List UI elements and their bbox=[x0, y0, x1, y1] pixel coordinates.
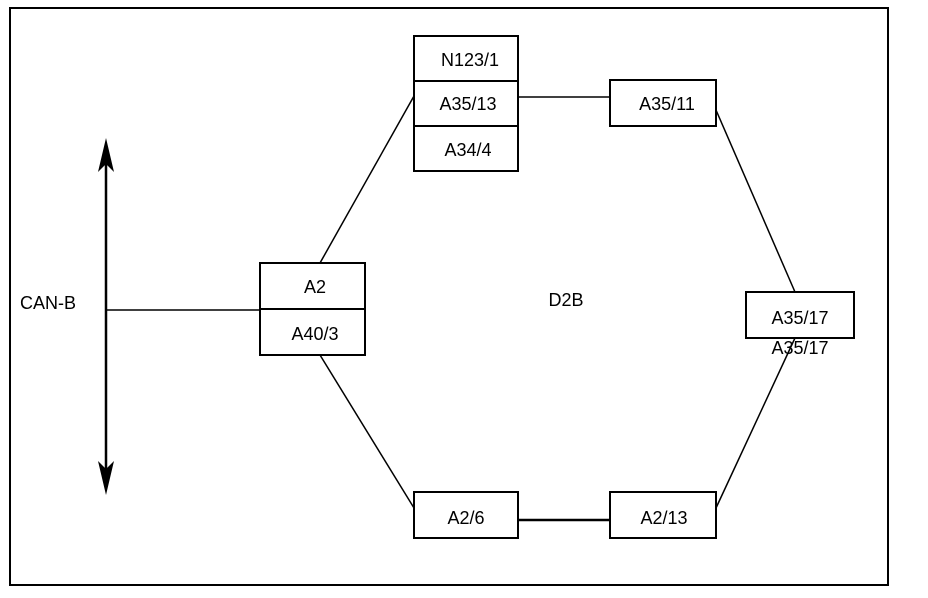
can-b-arrow-up-icon bbox=[98, 138, 114, 172]
node-n123-1 bbox=[413, 35, 519, 82]
node-a35-11-label: A35/11 bbox=[639, 94, 695, 114]
node-a34-4 bbox=[413, 125, 519, 172]
node-a40-3 bbox=[259, 308, 366, 356]
node-a2-6 bbox=[413, 491, 519, 539]
link-a35-17-to-a2-13 bbox=[715, 337, 796, 509]
node-a2-13-label: A2/13 bbox=[640, 508, 687, 528]
d2b-ring-label: D2B bbox=[548, 290, 583, 310]
node-a35-17-overlap-label: A35/17 bbox=[771, 338, 828, 358]
node-a2-label: A2 bbox=[304, 277, 326, 297]
node-a34-4-label: A34/4 bbox=[444, 140, 491, 160]
node-a35-11 bbox=[609, 79, 717, 127]
node-a2-6-label: A2/6 bbox=[447, 508, 484, 528]
link-a2-6-to-a40-3 bbox=[319, 354, 415, 509]
node-group-top: N123/1 A35/13 A34/4 bbox=[413, 35, 519, 172]
node-a35-13-label: A35/13 bbox=[439, 94, 496, 114]
node-a2-13 bbox=[609, 491, 717, 539]
node-a40-3-label: A40/3 bbox=[291, 324, 338, 344]
link-a2-to-a35-13 bbox=[319, 95, 415, 264]
node-n123-1-label: N123/1 bbox=[441, 50, 499, 70]
can-b-label: CAN-B bbox=[20, 293, 76, 313]
node-a35-13 bbox=[413, 80, 519, 127]
diagram-frame bbox=[9, 7, 889, 586]
node-a35-17-label: A35/17 bbox=[771, 308, 828, 328]
can-b-arrow-down-icon bbox=[98, 461, 114, 495]
link-a35-11-to-a35-17 bbox=[715, 109, 796, 293]
node-group-left: A2 A40/3 bbox=[259, 262, 366, 356]
node-a35-17 bbox=[745, 291, 855, 339]
